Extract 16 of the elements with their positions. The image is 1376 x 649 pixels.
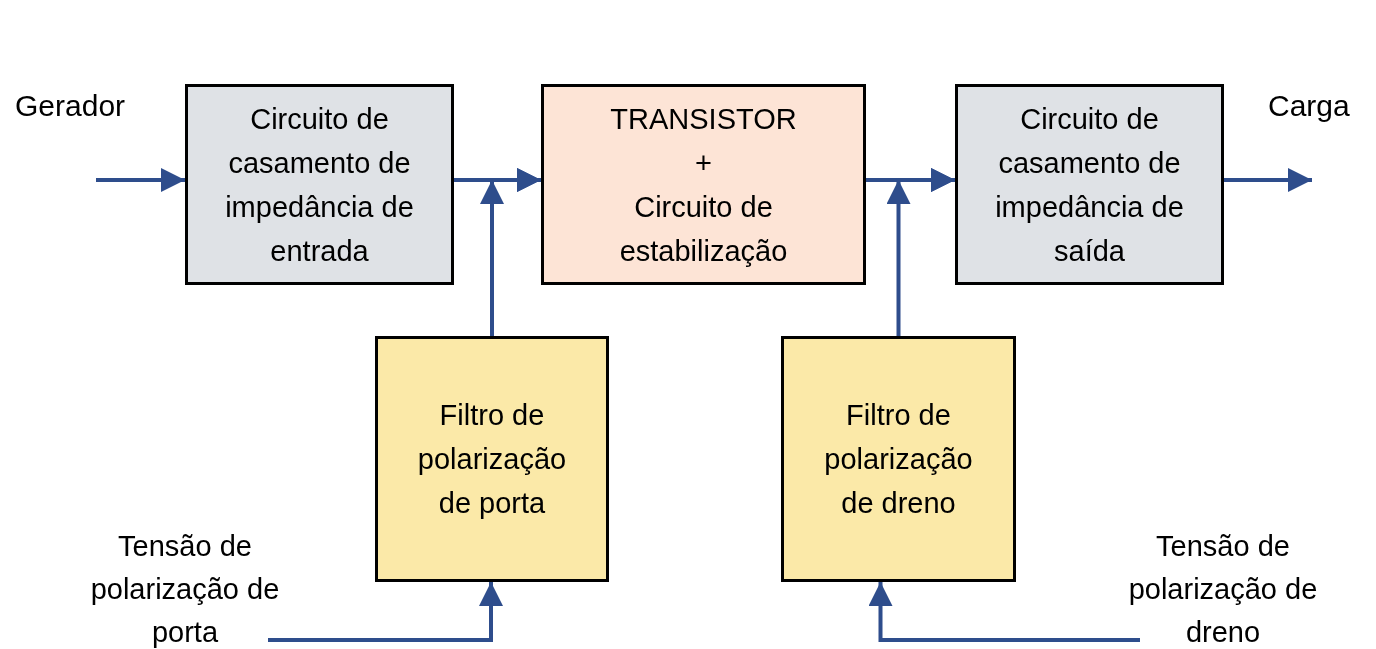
terminal-label: Gerador [15,88,126,124]
node-text: Filtro de polarização de dreno [823,398,974,521]
node-text: TRANSISTOR [610,101,797,137]
node-text: + [695,145,712,181]
filter-box [375,336,609,582]
node-text: Filtro de polarização de porta [416,398,568,521]
node-text: Tensão de polarização de dreno [1127,529,1319,649]
node-text: Circuito de casamento de impedância de saída [994,101,1185,269]
node-text: Tensão de polarização de porta [89,529,281,649]
node-text: Circuito de casamento de impedância de entrada [224,101,415,269]
filter-box [781,336,1016,582]
transistor-box [541,84,866,285]
terminal-label: Carga [1268,88,1350,124]
node-text: Circuito de estabilização [618,189,789,269]
process-box [185,84,454,285]
process-box [955,84,1224,285]
